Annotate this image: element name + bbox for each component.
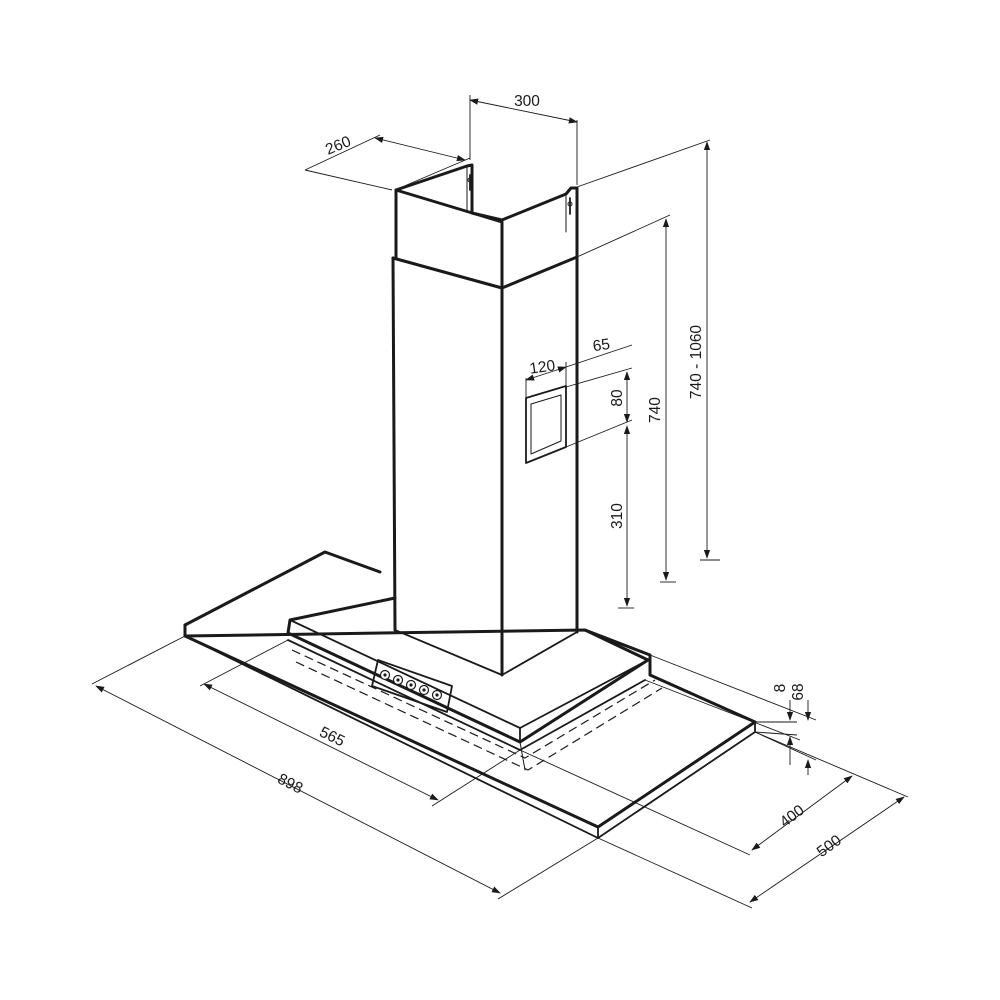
label-chimney-width: 300 — [514, 93, 540, 110]
label-vent-width: 120 — [528, 357, 556, 377]
control-knob[interactable] — [379, 669, 391, 681]
control-knob[interactable] — [431, 689, 443, 701]
dimension-canopy-total-width: 898 — [91, 635, 599, 900]
label-vent-elevation: 310 — [609, 503, 626, 529]
label-lower-chimney-height: 740 — [647, 397, 664, 423]
dimension-vent-width: 120 — [525, 357, 567, 398]
label-glass-thickness: 8 — [772, 684, 789, 693]
hood-body — [286, 596, 663, 771]
vent-opening — [525, 385, 567, 464]
control-knob[interactable] — [418, 684, 430, 696]
dimension-vent-height: 80 — [565, 367, 633, 448]
label-chimney-depth: 260 — [323, 133, 354, 159]
control-knob[interactable] — [392, 674, 404, 686]
dimension-chimney-width: 300 — [469, 93, 578, 185]
label-canopy-total-depth: 500 — [814, 832, 845, 861]
label-vent-offset: 65 — [592, 336, 611, 355]
label-canopy-total-width: 898 — [275, 771, 306, 798]
glass-canopy-plate — [183, 550, 757, 839]
label-canopy-height: 68 — [790, 683, 807, 700]
dimension-chimney-depth: 260 — [304, 133, 471, 191]
label-canopy-inner-width: 565 — [317, 724, 348, 751]
control-knob[interactable] — [405, 679, 417, 691]
dimension-vent-offset: 65 — [565, 336, 633, 368]
label-canopy-inner-depth: 400 — [777, 802, 808, 831]
dimension-total-height-range: 740 - 1060 — [576, 139, 720, 561]
dimension-canopy-total-depth: 500 — [597, 731, 909, 909]
label-vent-height: 80 — [609, 389, 626, 407]
dimension-canopy-height: 68 — [649, 654, 817, 775]
upper-chimney — [394, 163, 579, 290]
lower-chimney — [391, 255, 579, 677]
dimension-lower-chimney-height: 740 — [576, 214, 676, 583]
control-knobs — [379, 669, 443, 701]
dimension-vent-elevation: 310 — [609, 425, 634, 609]
label-total-height-range: 740 - 1060 — [688, 325, 705, 399]
